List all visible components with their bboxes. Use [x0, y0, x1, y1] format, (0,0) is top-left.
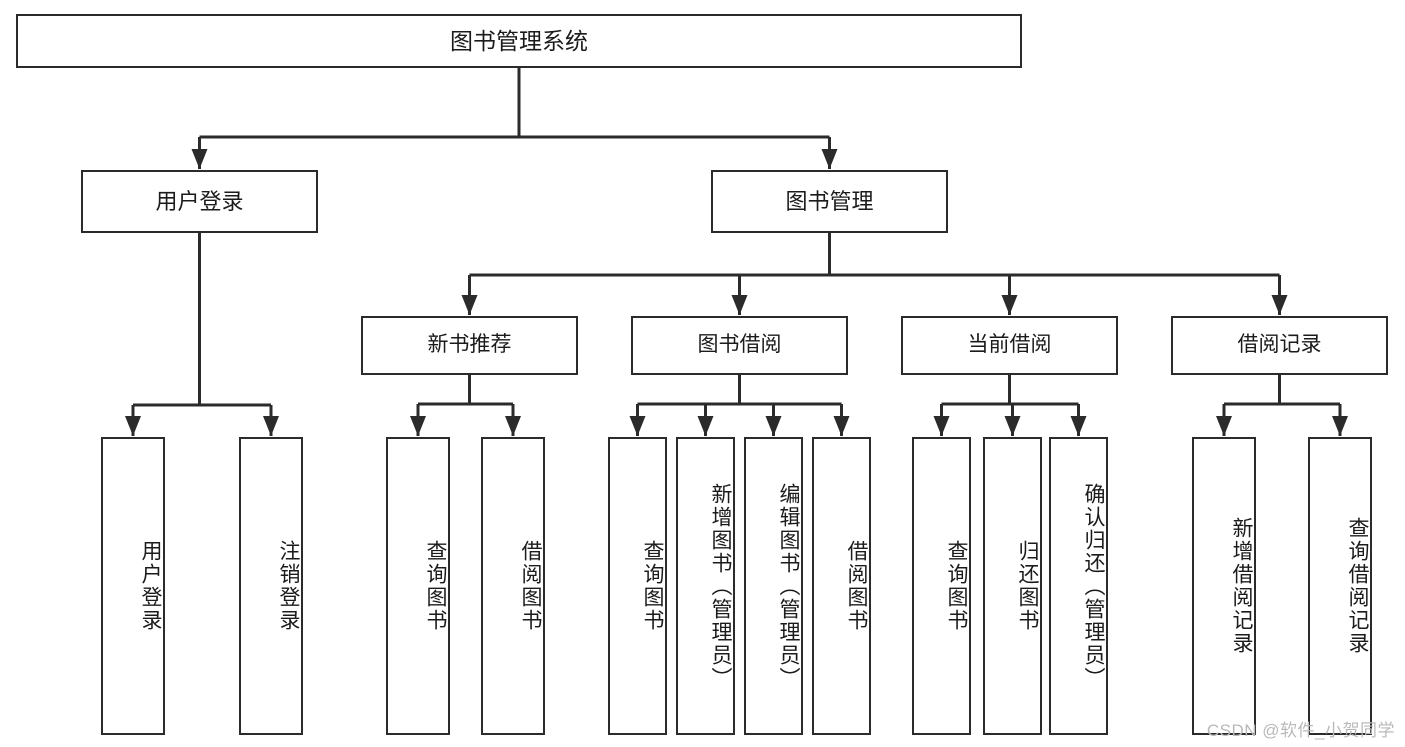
- node-leaf-edit-book-admin[interactable]: 编辑图书（管理员）: [744, 437, 803, 735]
- node-label: 新增图书（管理员）: [709, 482, 732, 690]
- node-book-management-system[interactable]: 图书管理系统: [16, 14, 1022, 68]
- node-book-borrowing[interactable]: 图书借阅: [631, 316, 848, 375]
- node-label: 图书借阅: [697, 333, 782, 357]
- node-borrowing-record[interactable]: 借阅记录: [1171, 316, 1388, 375]
- node-label: 新增借阅记录: [1230, 517, 1253, 655]
- node-label: 图书管理: [785, 188, 874, 214]
- node-label: 借阅图书: [519, 540, 542, 632]
- node-label: 归还图书: [1016, 540, 1039, 632]
- node-leaf-query-book-borrow[interactable]: 查询图书: [608, 437, 667, 735]
- node-leaf-query-book-current[interactable]: 查询图书: [912, 437, 971, 735]
- node-label: 用户登录: [155, 188, 244, 214]
- node-leaf-logout[interactable]: 注销登录: [239, 437, 303, 735]
- node-label: 图书管理系统: [450, 27, 588, 54]
- node-leaf-return-book[interactable]: 归还图书: [983, 437, 1042, 735]
- node-book-management[interactable]: 图书管理: [711, 170, 948, 233]
- node-label: 查询图书: [424, 540, 447, 632]
- node-leaf-add-borrow-record[interactable]: 新增借阅记录: [1192, 437, 1256, 735]
- node-leaf-query-borrow-record[interactable]: 查询借阅记录: [1308, 437, 1372, 735]
- node-current-borrowing[interactable]: 当前借阅: [901, 316, 1118, 375]
- node-label: 借阅图书: [845, 540, 868, 632]
- node-label: 查询借阅记录: [1346, 517, 1369, 655]
- node-label: 用户登录: [139, 540, 162, 632]
- node-label: 查询图书: [641, 540, 664, 632]
- node-label: 确认归还（管理员）: [1082, 482, 1105, 690]
- node-label: 查询图书: [945, 540, 968, 632]
- node-label: 编辑图书（管理员）: [777, 482, 800, 690]
- node-leaf-user-login[interactable]: 用户登录: [101, 437, 165, 735]
- node-leaf-query-book-recommend[interactable]: 查询图书: [386, 437, 450, 735]
- node-leaf-borrow-book[interactable]: 借阅图书: [812, 437, 871, 735]
- node-label: 注销登录: [277, 540, 300, 632]
- node-label: 当前借阅: [967, 333, 1052, 357]
- watermark: CSDN @软件_小贺同学: [1206, 721, 1395, 740]
- node-label: 借阅记录: [1237, 333, 1322, 357]
- node-new-book-recommendation[interactable]: 新书推荐: [361, 316, 578, 375]
- node-user-login[interactable]: 用户登录: [81, 170, 318, 233]
- node-leaf-add-book-admin[interactable]: 新增图书（管理员）: [676, 437, 735, 735]
- node-leaf-confirm-return-admin[interactable]: 确认归还（管理员）: [1049, 437, 1108, 735]
- node-label: 新书推荐: [427, 333, 512, 357]
- node-leaf-borrow-book-recommend[interactable]: 借阅图书: [481, 437, 545, 735]
